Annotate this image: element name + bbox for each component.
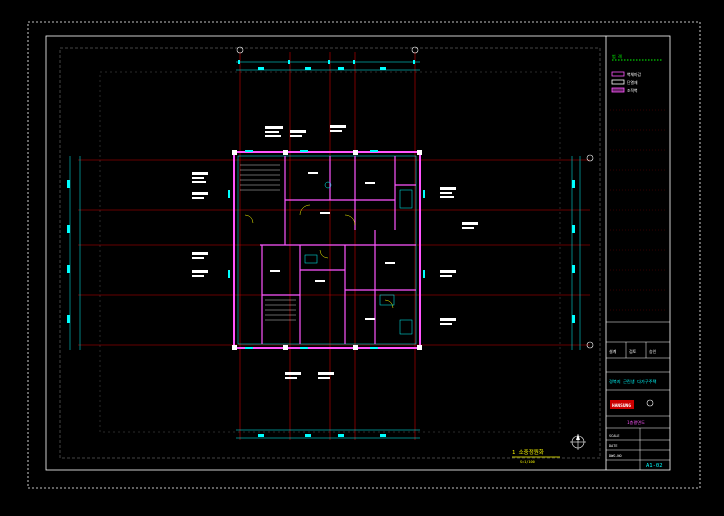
logo-mark-icon	[646, 399, 654, 407]
dimension-lines	[69, 61, 581, 439]
inner-frame	[45, 35, 671, 471]
title-block-row-3: 승인	[649, 348, 657, 354]
company-name: HANSUNG	[612, 403, 631, 409]
drawing-title: 1 소중정원화	[512, 448, 544, 456]
grid-bubbles	[236, 46, 594, 349]
outer-frame	[27, 21, 701, 489]
sheet-number: A1-02	[646, 463, 663, 469]
field-scale: SCALE	[609, 434, 620, 438]
room-labels	[192, 125, 478, 379]
field-date: DATE	[609, 444, 617, 448]
legend-title: 범 례	[612, 53, 622, 59]
drawing-area-frame	[59, 47, 601, 459]
title-block-row-2: 검토	[629, 348, 637, 354]
north-arrow-icon	[570, 434, 586, 450]
title-block	[605, 36, 670, 470]
drawing-name: 1층평면도	[627, 419, 645, 425]
project-name: 경북지 근린생 다가구주택	[609, 378, 657, 385]
floor-plan	[232, 150, 422, 350]
legend-item-2: 단열재	[627, 80, 638, 85]
field-dwgno: DWG.NO	[609, 454, 622, 458]
inner-dim-labels	[228, 150, 425, 349]
legend-item-3: 조적벽	[627, 88, 638, 93]
title-block-row-1: 설계	[609, 348, 617, 354]
legend-item-1: 벽체마감	[627, 72, 641, 77]
grid-lines	[78, 52, 590, 440]
dimension-ticks	[67, 60, 575, 437]
company-logo	[610, 400, 634, 409]
drawing-scale: S=1/100	[520, 460, 535, 464]
